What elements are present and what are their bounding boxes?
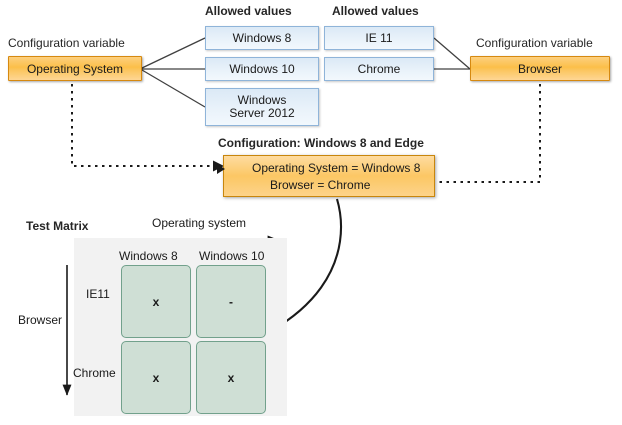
allowed-value-ie-11[interactable]: IE 11: [324, 26, 434, 50]
configuration-inbound-marker: [217, 164, 225, 174]
allowed-value-windows-server-2012[interactable]: Windows Server 2012: [205, 88, 319, 126]
os-to-configuration-dotted: [71, 84, 213, 167]
browser-allowed-values-caption: Allowed values: [332, 4, 419, 18]
matrix-cell-value: x: [227, 370, 235, 385]
allowed-value-chrome[interactable]: Chrome: [324, 57, 434, 81]
matrix-column-header-windows-8: Windows 8: [119, 249, 178, 263]
configuration-caption: Configuration: Windows 8 and Edge: [218, 136, 424, 150]
matrix-cell-value: -: [229, 294, 233, 309]
allowed-value-windows-10[interactable]: Windows 10: [205, 57, 319, 81]
browser-value-connectors: [433, 37, 471, 70]
matrix-column-header-windows-10: Windows 10: [199, 249, 265, 263]
matrix-y-axis-label: Browser: [18, 313, 63, 327]
os-variable-caption: Configuration variable: [8, 36, 125, 50]
configuration-line-browser: Browser = Chrome: [270, 178, 371, 192]
matrix-cell-chrome-windows-10[interactable]: x: [196, 341, 266, 414]
configuration-box[interactable]: Operating System = Windows 8 Browser = C…: [217, 155, 435, 197]
allowed-value-label: Chrome: [357, 61, 401, 76]
matrix-cell-ie11-windows-8[interactable]: x: [121, 265, 191, 338]
allowed-value-label: Windows 10: [229, 61, 295, 76]
configuration-variable-operating-system[interactable]: Operating System: [8, 56, 142, 81]
browser-variable-label: Browser: [517, 61, 562, 76]
configuration-variable-browser[interactable]: Browser: [470, 56, 610, 81]
os-allowed-values-caption: Allowed values: [205, 4, 292, 18]
allowed-value-label: Windows Server 2012: [229, 93, 295, 120]
matrix-cell-value: x: [152, 370, 160, 385]
matrix-cell-chrome-windows-8[interactable]: x: [121, 341, 191, 414]
matrix-row-header-ie11: IE11: [86, 287, 110, 301]
browser-variable-caption: Configuration variable: [476, 36, 593, 50]
matrix-row-header-chrome: Chrome: [73, 366, 116, 380]
configuration-line-os: Operating System = Windows 8: [252, 161, 421, 175]
os-variable-label: Operating System: [26, 61, 124, 76]
matrix-cell-ie11-windows-10[interactable]: -: [196, 265, 266, 338]
matrix-caption: Test Matrix: [26, 219, 89, 233]
os-value-connectors: [141, 37, 206, 108]
matrix-x-axis-label: Operating system: [152, 216, 247, 230]
allowed-value-label: Windows 8: [232, 30, 292, 45]
allowed-value-label: IE 11: [365, 30, 393, 45]
matrix-cell-value: x: [152, 294, 160, 309]
allowed-value-windows-8[interactable]: Windows 8: [205, 26, 319, 50]
